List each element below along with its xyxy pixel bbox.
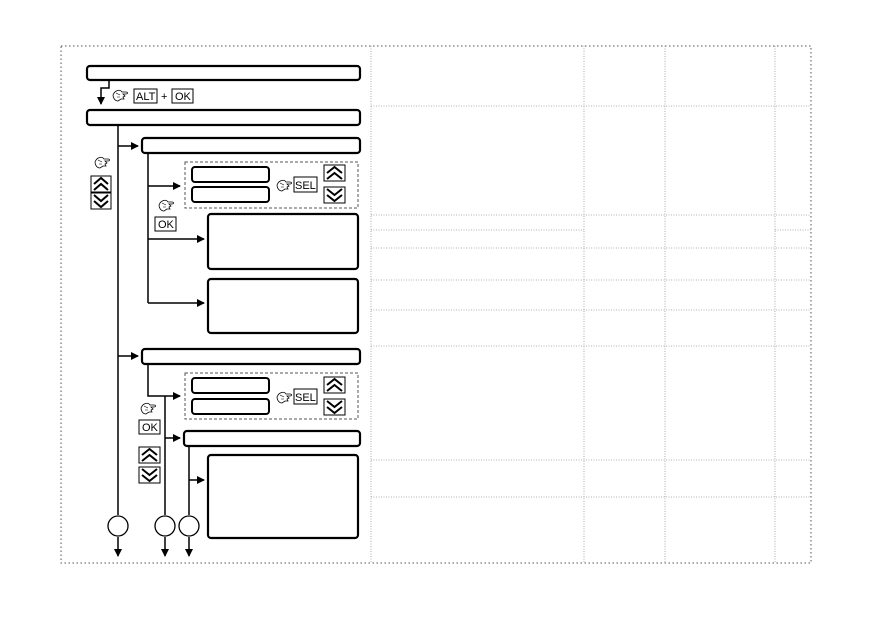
connector-circle-1 <box>107 515 129 537</box>
option-a2-field[interactable] <box>191 186 270 203</box>
hand-press-icon <box>94 156 110 169</box>
top-menu-box <box>85 64 362 82</box>
selection-group-b <box>184 372 359 420</box>
hand-press-icon <box>140 402 156 415</box>
option-a1-field[interactable] <box>191 166 270 183</box>
selection-group-a <box>184 161 359 209</box>
connector-circle-3 <box>178 515 200 537</box>
hand-press-icon <box>158 199 174 212</box>
submenu-a-connectors <box>147 153 205 307</box>
double-chevron-down-icon <box>326 400 343 415</box>
sel-key-a[interactable] <box>293 176 318 193</box>
hand-press-icon <box>112 89 128 102</box>
ok-key-label: OK <box>175 91 192 103</box>
option-b1-field[interactable] <box>191 377 270 394</box>
connector-circle-2 <box>154 515 176 537</box>
submenu-b-box <box>140 347 362 366</box>
hand-press-icon <box>276 391 292 404</box>
double-chevron-up-icon <box>141 447 158 462</box>
submenu-b-child-box <box>182 429 362 448</box>
trunk-nav-keys <box>90 156 112 210</box>
option-b2-field[interactable] <box>191 398 270 415</box>
outer-frame <box>60 45 812 564</box>
double-chevron-up-icon <box>326 165 343 180</box>
display-box-a1 <box>206 212 360 271</box>
sel-key-b[interactable] <box>293 388 318 405</box>
plus-sign: + <box>161 91 167 103</box>
description-table-grid <box>370 46 811 563</box>
display-box-a2 <box>206 277 360 335</box>
alt-ok-combo: ALT + OK <box>112 88 194 104</box>
submenu-a-box <box>140 136 362 155</box>
double-chevron-down-icon <box>326 188 343 203</box>
submenu-b-connectors <box>147 364 205 557</box>
double-chevron-down-icon <box>141 468 158 483</box>
ok-key[interactable] <box>171 88 194 104</box>
alt-key-label: ALT <box>136 91 156 103</box>
main-trunk <box>114 125 139 557</box>
sel-key-a-label: SEL <box>295 180 316 192</box>
double-chevron-up-icon <box>93 176 109 191</box>
ok-key-a[interactable] <box>154 216 177 232</box>
ok-key-b[interactable] <box>138 419 161 435</box>
sel-key-b-label: SEL <box>295 392 316 404</box>
ok-key-a-label: OK <box>158 219 175 231</box>
main-menu-box <box>85 108 362 127</box>
alt-key[interactable] <box>133 88 158 104</box>
hand-press-icon <box>276 179 292 192</box>
top-to-main-connector <box>97 80 110 105</box>
double-chevron-up-icon <box>326 377 343 392</box>
double-chevron-down-icon <box>93 194 109 209</box>
ok-key-b-label: OK <box>142 422 159 434</box>
display-box-b1 <box>206 453 360 540</box>
